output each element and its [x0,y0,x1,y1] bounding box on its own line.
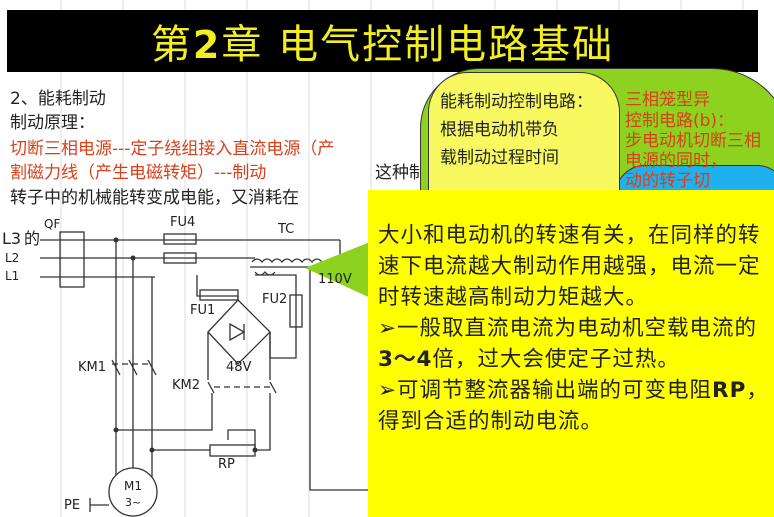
principle-label: 制动原理： [10,113,95,133]
big-yellow-callout [368,190,774,517]
label-l3: L3 [2,229,22,248]
label-m1: M1 [124,479,142,493]
label-48v: 48V [226,360,252,375]
principle-line-3: 转子中的机械能转变成电能，又消耗在 [10,188,299,208]
label-l2: L2 [5,251,20,265]
label-qf: QF [44,217,61,231]
label-km2: KM2 [172,378,201,393]
callout-paragraph-2: ➢一般取直流电流为电动机空载电流的3～4倍，过大会使定子过热。 [378,316,758,372]
red-text-right: 三相笼型异 [625,90,710,110]
label-110v: 110V [318,272,352,287]
small-callout-text: 能耗制动控制电路： 根据电动机带负 载制动过程时间 [440,92,593,168]
label-3-phase: 3~ [125,496,142,509]
callout-paragraph-1: 大小和电动机的转速有关，在同样的转速下电流越大制动作用越强，电流一定时转速越高制… [378,223,761,310]
label-fu1: FU1 [190,303,216,318]
callout-pointer [305,240,375,300]
principle-line-1: 切断三相电源---定子绕组接入直流电源（产 [10,139,335,159]
label-rp: RP [218,457,235,472]
label-fu2: FU2 [262,292,288,307]
label-fu4: FU4 [170,215,196,230]
big-callout-text: 大小和电动机的转速有关，在同样的转速下电流越大制动作用越强，电流一定时转速越高制… [378,220,770,437]
label-de: 的 [24,229,41,248]
label-tc: TC [278,222,295,237]
slide-title: 第2章 电气控制电路基础 [150,22,615,68]
callout-paragraph-3: ➢可调节整流器输出端的可变电阻RP，得到合适的制动电流。 [378,378,769,434]
section-heading: 2、能耗制动 [10,89,106,109]
label-l1: L1 [5,269,20,283]
red-callout-text: 控制电路(b)： 步电动机切断三相电源的同时， 动的转子切 [625,111,761,191]
label-pe: PE [64,498,81,513]
label-km1: KM1 [78,360,107,375]
principle-line-2-tail: 这种制 [375,163,426,183]
slide-title-bar: 第2章 电气控制电路基础 [7,10,758,72]
principle-line-2: 割磁力线（产生电磁转矩）---制动 [10,163,267,183]
